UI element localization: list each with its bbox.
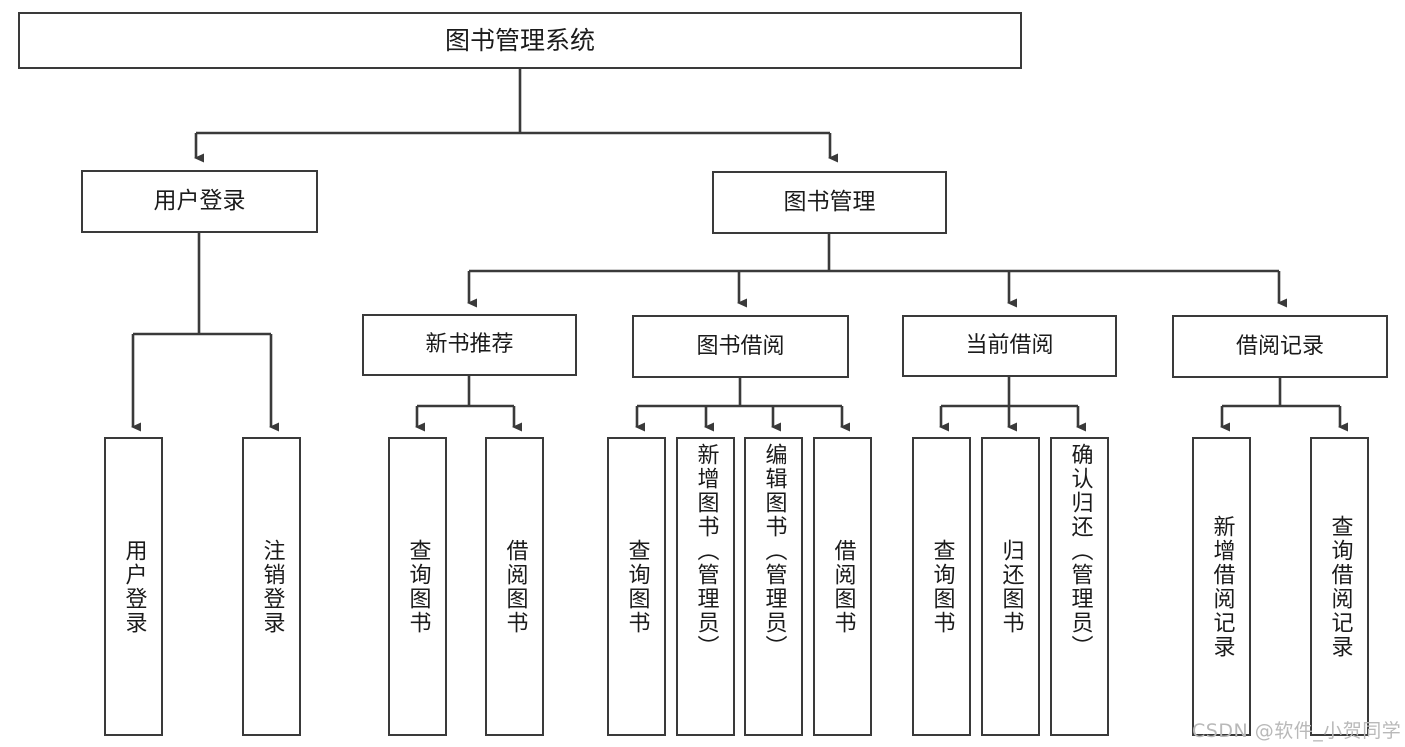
node-label: 确认归还（管理员）: [1067, 443, 1093, 659]
node-label: 图书管理: [783, 188, 876, 215]
node-label: 归还图书: [998, 538, 1024, 635]
leaf-recommend-query-book[interactable]: 查询图书: [388, 437, 447, 736]
node-label: 图书借阅: [696, 333, 785, 359]
node-label: 当前借阅: [965, 333, 1054, 359]
node-label: 借阅图书: [830, 538, 856, 635]
node-root-system[interactable]: 图书管理系统: [18, 12, 1022, 69]
node-user-login[interactable]: 用户登录: [81, 170, 318, 233]
node-borrow-record[interactable]: 借阅记录: [1172, 315, 1388, 378]
node-label: 新增图书（管理员）: [693, 443, 719, 659]
leaf-record-query-record[interactable]: 查询借阅记录: [1310, 437, 1369, 736]
leaf-recommend-borrow-book[interactable]: 借阅图书: [485, 437, 544, 736]
leaf-borrow-add-book-admin[interactable]: 新增图书（管理员）: [676, 437, 735, 736]
node-label: 用户登录: [121, 538, 147, 635]
node-label: 借阅记录: [1235, 333, 1324, 359]
leaf-record-add-record[interactable]: 新增借阅记录: [1192, 437, 1251, 736]
node-label: 图书管理系统: [444, 25, 595, 55]
node-label: 新增借阅记录: [1209, 514, 1235, 659]
leaf-borrow-borrow-book[interactable]: 借阅图书: [813, 437, 872, 736]
node-label: 用户登录: [153, 187, 246, 214]
leaf-borrow-edit-book-admin[interactable]: 编辑图书（管理员）: [744, 437, 803, 736]
node-label: 查询图书: [405, 538, 431, 635]
watermark-label: CSDN @软件_小贺同学: [1192, 720, 1402, 742]
node-book-management[interactable]: 图书管理: [712, 171, 947, 234]
leaf-user-login-signin[interactable]: 用户登录: [104, 437, 163, 736]
node-label: 查询图书: [624, 538, 650, 635]
node-label: 借阅图书: [502, 538, 528, 635]
node-label: 查询图书: [929, 538, 955, 635]
node-current-borrow[interactable]: 当前借阅: [902, 315, 1117, 377]
node-label: 编辑图书（管理员）: [761, 443, 787, 659]
leaf-current-query-book[interactable]: 查询图书: [912, 437, 971, 736]
node-new-book-recommend[interactable]: 新书推荐: [362, 314, 577, 376]
node-label: 注销登录: [259, 538, 285, 635]
node-label: 查询借阅记录: [1327, 514, 1353, 659]
node-book-borrow[interactable]: 图书借阅: [632, 315, 849, 378]
node-label: 新书推荐: [425, 332, 514, 358]
leaf-user-login-signout[interactable]: 注销登录: [242, 437, 301, 736]
leaf-borrow-query-book[interactable]: 查询图书: [607, 437, 666, 736]
leaf-current-return-book[interactable]: 归还图书: [981, 437, 1040, 736]
leaf-current-confirm-return-admin[interactable]: 确认归还（管理员）: [1050, 437, 1109, 736]
